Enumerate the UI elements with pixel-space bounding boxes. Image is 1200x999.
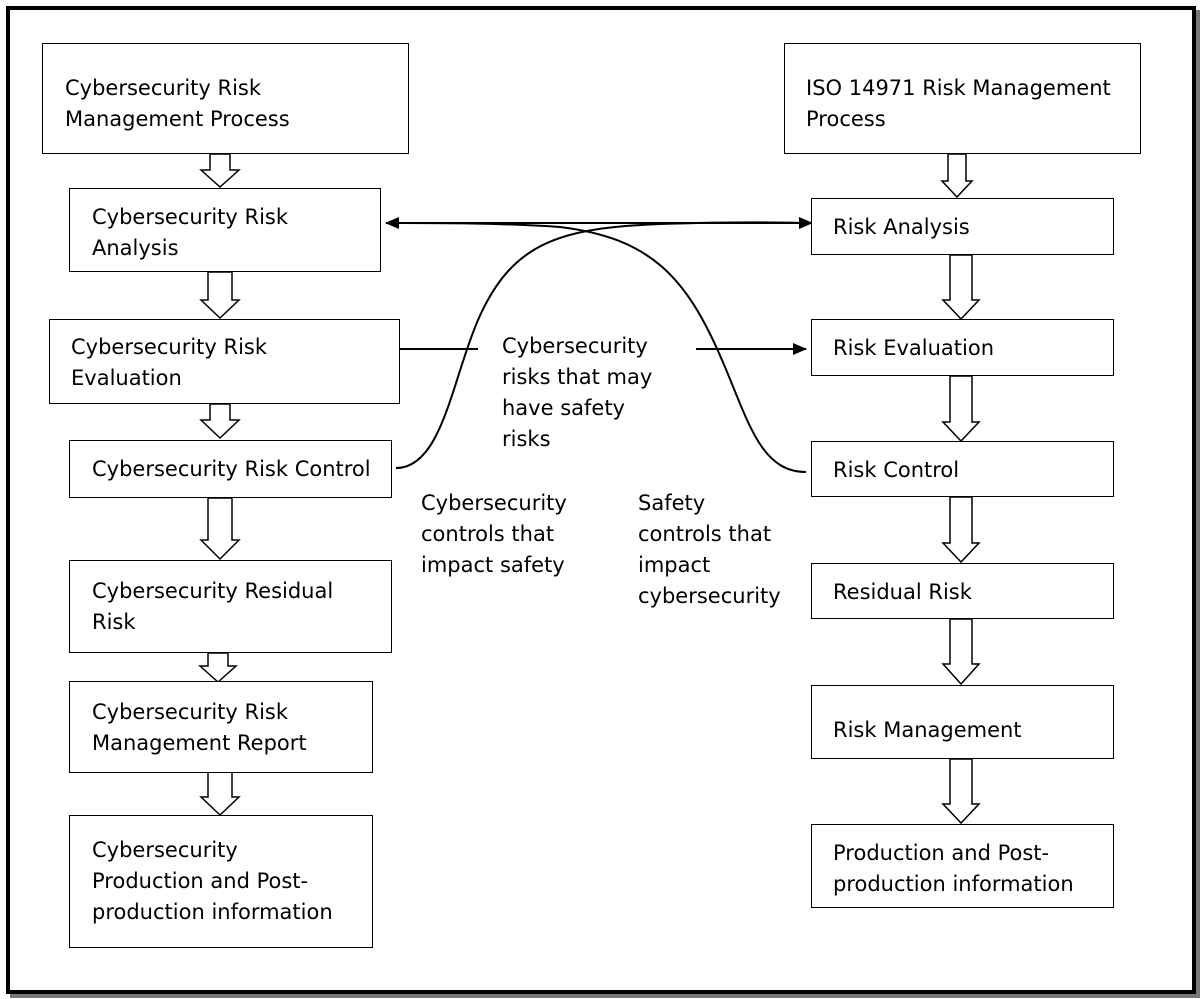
annotation-safety-controls-cyber: Safety controls that impact cybersecurit… [638,491,781,608]
flow-arrow-right-1 [940,153,974,199]
risk-analysis-label: Risk Analysis [833,215,970,239]
annotation-cyber-risks-safety: Cybersecurity risks that may have safety… [502,334,653,451]
risk-evaluation-box: Risk Evaluation [811,319,1114,376]
flow-arrow-left-1 [199,153,241,189]
cyber-residual-risk-box: Cybersecurity Residual Risk [69,560,392,653]
cyber-risk-management-report-box: Cybersecurity Risk Management Report [69,681,373,773]
flow-arrow-right-5 [941,618,981,686]
cyber-risk-management-process-label: Cybersecurity Risk Management Process [65,76,290,131]
iso-risk-management-process-box: ISO 14971 Risk Management Process [784,43,1141,154]
residual-risk-box: Residual Risk [811,563,1114,619]
risk-control-box: Risk Control [811,441,1114,497]
production-info-label: Production and Post- production informat… [833,841,1074,896]
cyber-production-info-label: Cybersecurity Production and Post- produ… [92,838,333,924]
risk-evaluation-label: Risk Evaluation [833,336,995,360]
risk-management-box: Risk Management [811,685,1114,759]
cyber-risk-control-label: Cybersecurity Risk Control [92,457,371,481]
cyber-risk-evaluation-box: Cybersecurity Risk Evaluation [49,319,400,404]
flow-arrow-left-6 [199,771,241,817]
cyber-residual-risk-label: Cybersecurity Residual Risk [92,579,334,634]
cyber-production-info-box: Cybersecurity Production and Post- produ… [69,815,373,948]
cyber-risk-management-report-label: Cybersecurity Risk Management Report [92,700,307,755]
annotation-cyber-controls-safety: Cybersecurity controls that impact safet… [421,491,567,577]
cyber-risk-control-box: Cybersecurity Risk Control [69,440,392,498]
cyber-risk-analysis-label: Cybersecurity Risk Analysis [92,205,289,260]
safety-control-to-analysis-curve [397,222,807,473]
cyber-risk-evaluation-label: Cybersecurity Risk Evaluation [71,335,268,390]
cyber-control-to-analysis-curve [395,221,807,469]
flow-arrow-left-3 [199,403,241,440]
flow-arrow-left-2 [199,271,241,320]
iso-risk-management-process-label: ISO 14971 Risk Management Process [806,76,1111,131]
residual-risk-label: Residual Risk [833,580,972,604]
flow-arrow-right-6 [941,758,981,825]
risk-analysis-box: Risk Analysis [811,198,1114,255]
risk-management-label: Risk Management [833,718,1022,742]
flow-arrow-right-3 [941,375,981,443]
flow-arrow-left-4 [199,497,241,561]
risk-control-label: Risk Control [833,458,960,482]
production-info-box: Production and Post- production informat… [811,824,1114,908]
flow-arrow-right-4 [941,496,981,564]
cyber-risk-analysis-box: Cybersecurity Risk Analysis [69,188,381,272]
cyber-risk-management-process-box: Cybersecurity Risk Management Process [42,43,409,154]
flow-arrow-right-2 [941,254,981,321]
flow-arrow-left-5 [198,652,238,684]
